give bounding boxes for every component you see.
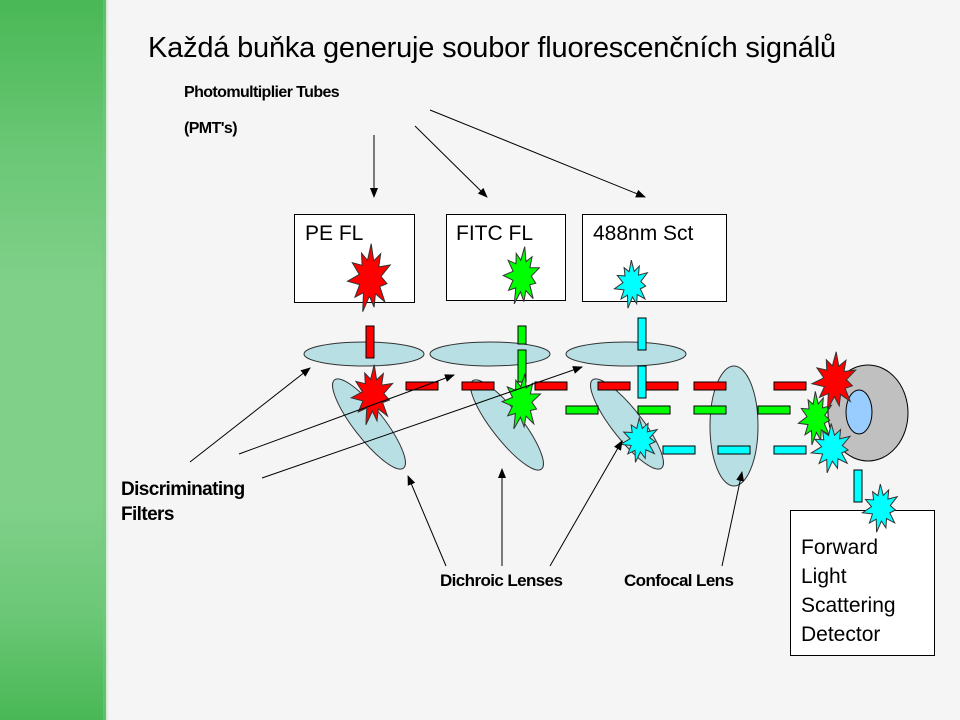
detector-box-pe: PE FL — [294, 214, 415, 303]
detector-label-pe: PE FL — [305, 222, 364, 245]
starburst-cyan-icon — [618, 416, 659, 463]
forward-label-line4: Detector — [801, 623, 881, 646]
confocal-label: Confocal Lens — [624, 571, 734, 590]
starburst-cyan-icon — [613, 259, 649, 309]
starburst-green-icon — [500, 373, 542, 430]
forward-scatter-detector-box: Forward Light Scattering Detector — [790, 510, 935, 656]
discriminating-label-line1: Discriminating — [121, 479, 245, 500]
dichroic-arrows — [407, 440, 623, 567]
cyan-beam — [637, 317, 863, 503]
confocal-arrow — [721, 471, 745, 567]
pmt-label-line1: Photomultiplier Tubes — [184, 84, 340, 101]
green-beam — [517, 325, 791, 415]
detector-label-488: 488nm Sct — [593, 222, 694, 245]
pmt-label-line2: (PMT's) — [184, 120, 238, 137]
dichroic-lens-1 — [332, 378, 406, 470]
starburst-cyan-icon — [860, 483, 899, 533]
forward-label-line3: Scattering — [801, 594, 896, 617]
forward-label-line1: Forward — [801, 536, 879, 559]
starburst-red-icon — [810, 351, 858, 410]
starburst-red-icon — [349, 364, 394, 426]
discriminating-filter-2 — [429, 341, 551, 367]
sidebar-gradient — [0, 0, 109, 720]
discriminating-filter-3 — [565, 341, 687, 367]
starburst-green-icon — [797, 391, 833, 446]
detector-box-fitc: FITC FL — [446, 214, 566, 301]
dichroic-label: Dichroic Lenses — [440, 571, 563, 590]
discriminating-label-line2: Filters — [121, 504, 174, 525]
filter-arrows — [189, 366, 583, 479]
cell-nucleus — [845, 389, 873, 435]
pmt-arrows — [370, 109, 646, 198]
forward-label-line2: Light — [801, 565, 847, 588]
confocal-lens — [709, 365, 759, 487]
slide-title: Každá buňka generuje soubor fluorescenčn… — [148, 32, 836, 64]
starburst-green-icon — [501, 246, 541, 305]
red-beam — [365, 325, 807, 391]
starburst-cyan-icon — [809, 423, 852, 474]
discriminating-filter-1 — [303, 341, 425, 367]
detector-box-488: 488nm Sct — [582, 214, 727, 302]
detector-label-fitc: FITC FL — [456, 222, 533, 245]
starburst-red-icon — [346, 243, 392, 312]
